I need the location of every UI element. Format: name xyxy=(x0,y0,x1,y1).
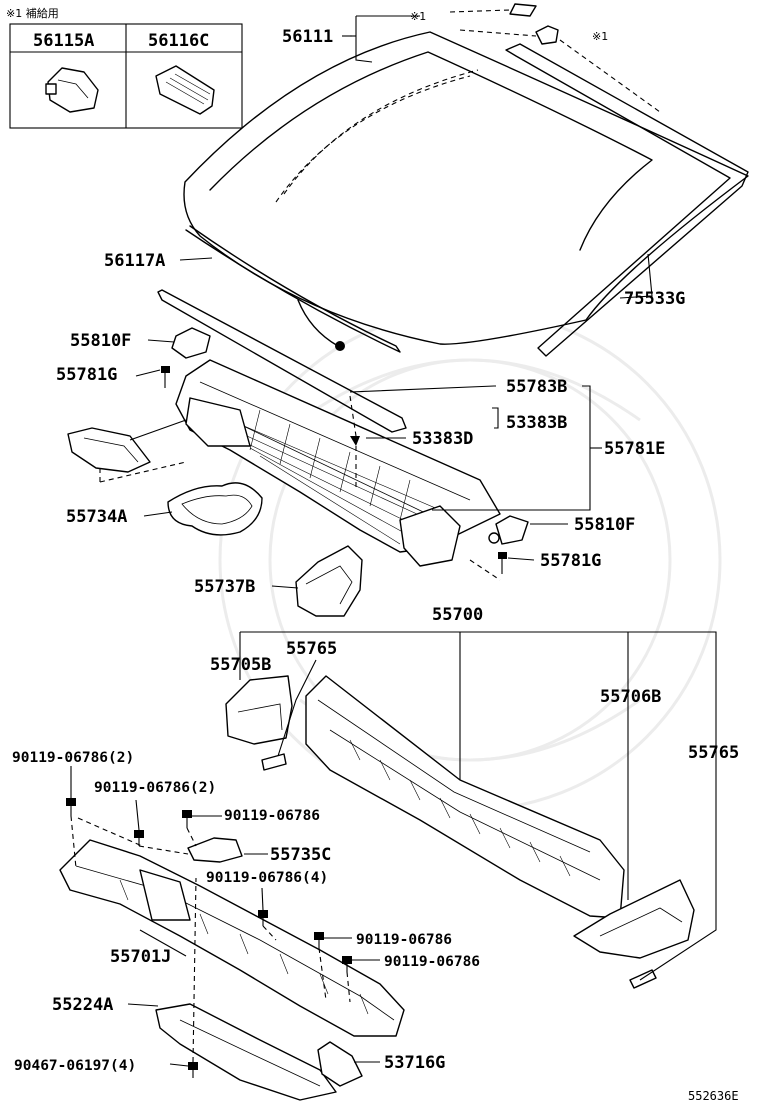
cowl-louver-55781E xyxy=(175,359,501,567)
label-90119-2b: 90119-06786(2) xyxy=(94,780,216,796)
bolt-icon xyxy=(314,932,324,948)
bolt-icon xyxy=(258,910,268,926)
windshield-glass xyxy=(183,3,749,357)
label-53383D: 53383D xyxy=(412,429,473,449)
bolt-icon xyxy=(342,956,352,972)
inset-part-56116C: 56116C xyxy=(148,31,209,51)
molding-75533G xyxy=(505,43,749,357)
glass-sensor-icon xyxy=(335,341,345,351)
label-53383B: 53383B xyxy=(506,413,567,433)
label-90119-2a: 90119-06786(2) xyxy=(12,750,134,766)
bolt-icon xyxy=(188,1062,198,1078)
label-90119-a: 90119-06786 xyxy=(224,808,320,824)
clip-53383D xyxy=(350,436,360,490)
clip-56115A xyxy=(47,67,99,113)
mark-top: ※1 xyxy=(410,10,426,23)
clip-mark-top xyxy=(509,3,537,17)
mark-right: ※1 xyxy=(592,30,608,43)
part-labels: ※1 ※1 56111 56117A 75533G 55810F 55781G … xyxy=(12,10,739,1103)
label-55765-b: 55765 xyxy=(688,743,739,763)
bracket-55706B xyxy=(573,879,695,959)
label-55781G-a: 55781G xyxy=(56,365,117,385)
bolt-icon xyxy=(182,810,192,828)
weatherstrip-cowl xyxy=(157,289,407,433)
label-55781E: 55781E xyxy=(604,439,665,459)
label-55706B: 55706B xyxy=(600,687,661,707)
cowl-lower-55701J xyxy=(59,839,405,1037)
inset-part-56115A: 56115A xyxy=(33,31,94,51)
label-75533G: 75533G xyxy=(624,289,685,309)
seal-53716G xyxy=(317,1041,363,1087)
label-55705B: 55705B xyxy=(210,655,271,675)
panel-55224A xyxy=(155,1003,337,1101)
seal-55765-right xyxy=(629,969,657,989)
screw-55781G-left xyxy=(161,366,170,388)
label-55700: 55700 xyxy=(432,605,483,625)
label-55735C: 55735C xyxy=(270,845,331,865)
bracket-left-cowl xyxy=(67,427,151,473)
label-56117A: 56117A xyxy=(104,251,165,271)
note-label: ※1 補給用 xyxy=(6,6,59,20)
diagram-code: 552636E xyxy=(688,1089,739,1103)
label-55765-a: 55765 xyxy=(286,639,337,659)
seal-55765-left xyxy=(261,753,287,771)
label-90467: 90467-06197(4) xyxy=(14,1058,136,1074)
label-55737B: 55737B xyxy=(194,577,255,597)
label-55224A: 55224A xyxy=(52,995,113,1015)
bolt-icon-group xyxy=(66,798,352,1078)
label-53716G: 53716G xyxy=(384,1053,445,1073)
label-55701J: 55701J xyxy=(110,947,171,967)
cowl-panel-55700 xyxy=(305,675,625,919)
screw-55781G-right xyxy=(498,552,507,574)
leader-lines xyxy=(70,15,717,1067)
clip-55810F-right xyxy=(495,515,529,545)
clip-55810F-left xyxy=(171,327,211,359)
label-90119-c: 90119-06786 xyxy=(384,954,480,970)
duct-55737B xyxy=(295,545,363,617)
clip-56116C xyxy=(155,65,215,115)
label-55810F-a: 55810F xyxy=(70,331,131,351)
bolt-icon xyxy=(134,830,144,846)
label-55781G-b: 55781G xyxy=(540,551,601,571)
label-55783B: 55783B xyxy=(506,377,567,397)
label-55734A: 55734A xyxy=(66,507,127,527)
label-56111: 56111 xyxy=(282,27,333,47)
bolt-icon xyxy=(66,798,76,816)
service-parts-inset: ※1 補給用 56115A 56116C xyxy=(6,6,243,129)
label-90119-b: 90119-06786 xyxy=(356,932,452,948)
bracket-55705B xyxy=(225,675,293,745)
bracket-55735C xyxy=(187,837,243,863)
clip-tab xyxy=(45,83,57,95)
clip-mark-right xyxy=(535,25,559,45)
label-90119-4: 90119-06786(4) xyxy=(206,870,328,886)
seal-55734A xyxy=(167,482,263,536)
label-55810F-b: 55810F xyxy=(574,515,635,535)
